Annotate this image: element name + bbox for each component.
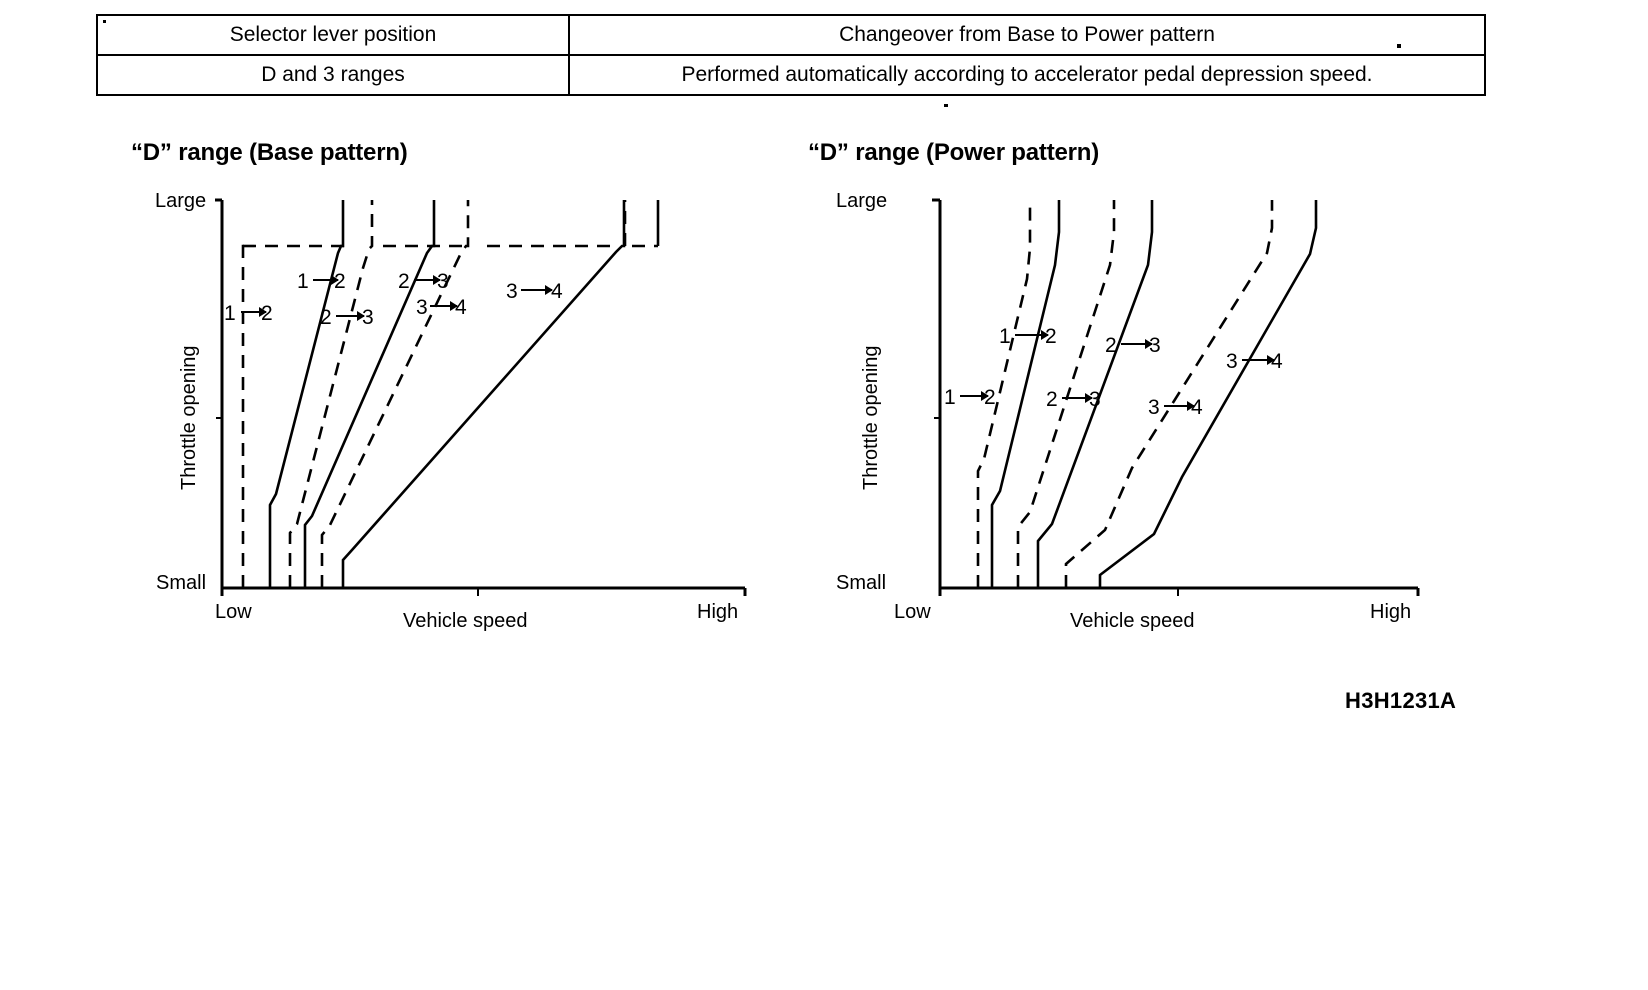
x-axis-label-power: Vehicle speed	[1070, 610, 1195, 632]
plot-area-base-pattern: 1 2 1 2 2 3 2 3 3 4 3 4	[215, 198, 747, 596]
chart-title-power-pattern: “D” range (Power pattern)	[808, 139, 1100, 166]
annotation-2-3-low-power-to: 3	[1089, 388, 1101, 411]
curve-1-2-upshift-base	[268, 200, 345, 588]
annotation-1-2-low-power-from: 1	[944, 386, 956, 409]
annotation-leader-3-4-low-power	[1164, 401, 1195, 411]
annotation-1-2-low-power-to: 2	[984, 386, 996, 409]
chart-title-base-pattern: “D” range (Base pattern)	[131, 139, 408, 166]
annotation-2-3-low-base-from: 2	[320, 306, 332, 329]
annotation-2-3-low-base-to: 3	[362, 306, 374, 329]
annotation-3-4-low-power-to: 4	[1191, 396, 1203, 419]
annotation-leader-3-4-high-power	[1242, 355, 1275, 365]
y-tick-small-base: Small	[156, 572, 207, 594]
curve-2-3-upshift-base	[303, 200, 436, 588]
figure-id: H3H1231A	[1345, 688, 1457, 713]
y-tick-large-power: Large	[836, 190, 888, 212]
annotation-leader-2-3-low-power	[1062, 393, 1093, 403]
annotation-2-3-high-power-to: 3	[1149, 334, 1161, 357]
annotation-2-3-low-power-from: 2	[1046, 388, 1058, 411]
x-tick-low-power: Low	[894, 601, 931, 623]
plot-area-power-pattern: 1 2 1 2 2 3 2 3 3 4 3 4	[932, 198, 1420, 596]
curve-2-3-downshift-base	[288, 200, 374, 588]
curve-3-4-upshift-power	[1098, 200, 1318, 588]
annotation-2-3-high-base-to: 3	[437, 270, 449, 293]
y-tick-large-base: Large	[155, 190, 207, 212]
annotation-3-4-low-base-to: 4	[455, 296, 467, 319]
scan-artifact-dot	[944, 104, 948, 107]
annotation-3-4-high-power-to: 4	[1271, 350, 1283, 373]
annotation-1-2-high-power-to: 2	[1045, 325, 1057, 348]
annotation-text-group-base: 1 2 1 2 2 3 2 3 3 4 3 4	[224, 270, 563, 329]
curve-2-3-downshift-power	[1016, 200, 1116, 588]
table-cell-description: Performed automatically according to acc…	[568, 54, 1486, 97]
annotation-text-group-power: 1 2 1 2 2 3 2 3 3 4 3 4	[944, 325, 1283, 419]
scan-artifact-dot	[103, 20, 106, 23]
annotation-leader-2-3-high-base	[414, 275, 441, 285]
chart-base-pattern: “D” range (Base pattern) Large Small Thr…	[0, 0, 800, 660]
curve-3-4-upshift-base	[341, 200, 626, 588]
annotation-1-2-low-base-to: 2	[261, 302, 273, 325]
annotation-3-4-high-base-from: 3	[506, 280, 518, 303]
curve-2-3-upshift-power	[1036, 200, 1154, 588]
annotation-leader-1-2-high-base	[313, 275, 339, 285]
annotation-2-3-high-base-from: 2	[398, 270, 410, 293]
annotation-leader-1-2-low-base	[241, 307, 267, 317]
annotation-2-3-high-power-from: 2	[1105, 334, 1117, 357]
x-axis-label-base: Vehicle speed	[403, 610, 528, 632]
annotation-3-4-high-power-from: 3	[1226, 350, 1238, 373]
x-tick-low-base: Low	[215, 601, 252, 623]
annotation-1-2-high-base-to: 2	[334, 270, 346, 293]
x-tick-high-base: High	[697, 601, 739, 623]
table-row: D and 3 ranges Performed automatically a…	[96, 54, 1486, 97]
annotation-1-2-high-power-from: 1	[999, 325, 1011, 348]
annotation-leader-3-4-high-base	[521, 285, 553, 295]
x-tick-high-power: High	[1370, 601, 1412, 623]
chart-power-pattern: “D” range (Power pattern) Large Small Th…	[670, 0, 1500, 660]
spec-table: Selector lever position Changeover from …	[96, 13, 1486, 97]
annotation-1-2-high-base-from: 1	[297, 270, 309, 293]
table-header-selector-lever-position: Selector lever position	[96, 13, 570, 57]
scan-artifact-dot	[1397, 44, 1401, 48]
table-cell-ranges: D and 3 ranges	[96, 54, 570, 97]
annotation-leader-3-4-low-base	[430, 301, 458, 311]
annotation-leader-1-2-high-power	[1015, 330, 1049, 340]
annotation-3-4-high-base-to: 4	[551, 280, 563, 303]
annotation-3-4-low-base-from: 3	[416, 296, 428, 319]
y-tick-small-power: Small	[836, 572, 887, 594]
annotation-leader-1-2-low-power	[960, 391, 989, 401]
table-header-changeover: Changeover from Base to Power pattern	[568, 13, 1486, 57]
annotation-3-4-low-power-from: 3	[1148, 396, 1160, 419]
table-header-row: Selector lever position Changeover from …	[96, 13, 1486, 57]
curve-1-2-downshift-base	[241, 244, 250, 588]
curve-3-4-downshift-base	[320, 200, 470, 588]
curve-3-4-downshift-power	[1064, 200, 1274, 588]
curve-1-2-upshift-power	[990, 200, 1061, 588]
annotation-leader-2-3-low-base	[336, 311, 365, 321]
curve-1-2-downshift-power	[976, 200, 1032, 588]
annotation-leader-2-3-high-power	[1121, 339, 1153, 349]
annotation-1-2-low-base-from: 1	[224, 302, 236, 325]
